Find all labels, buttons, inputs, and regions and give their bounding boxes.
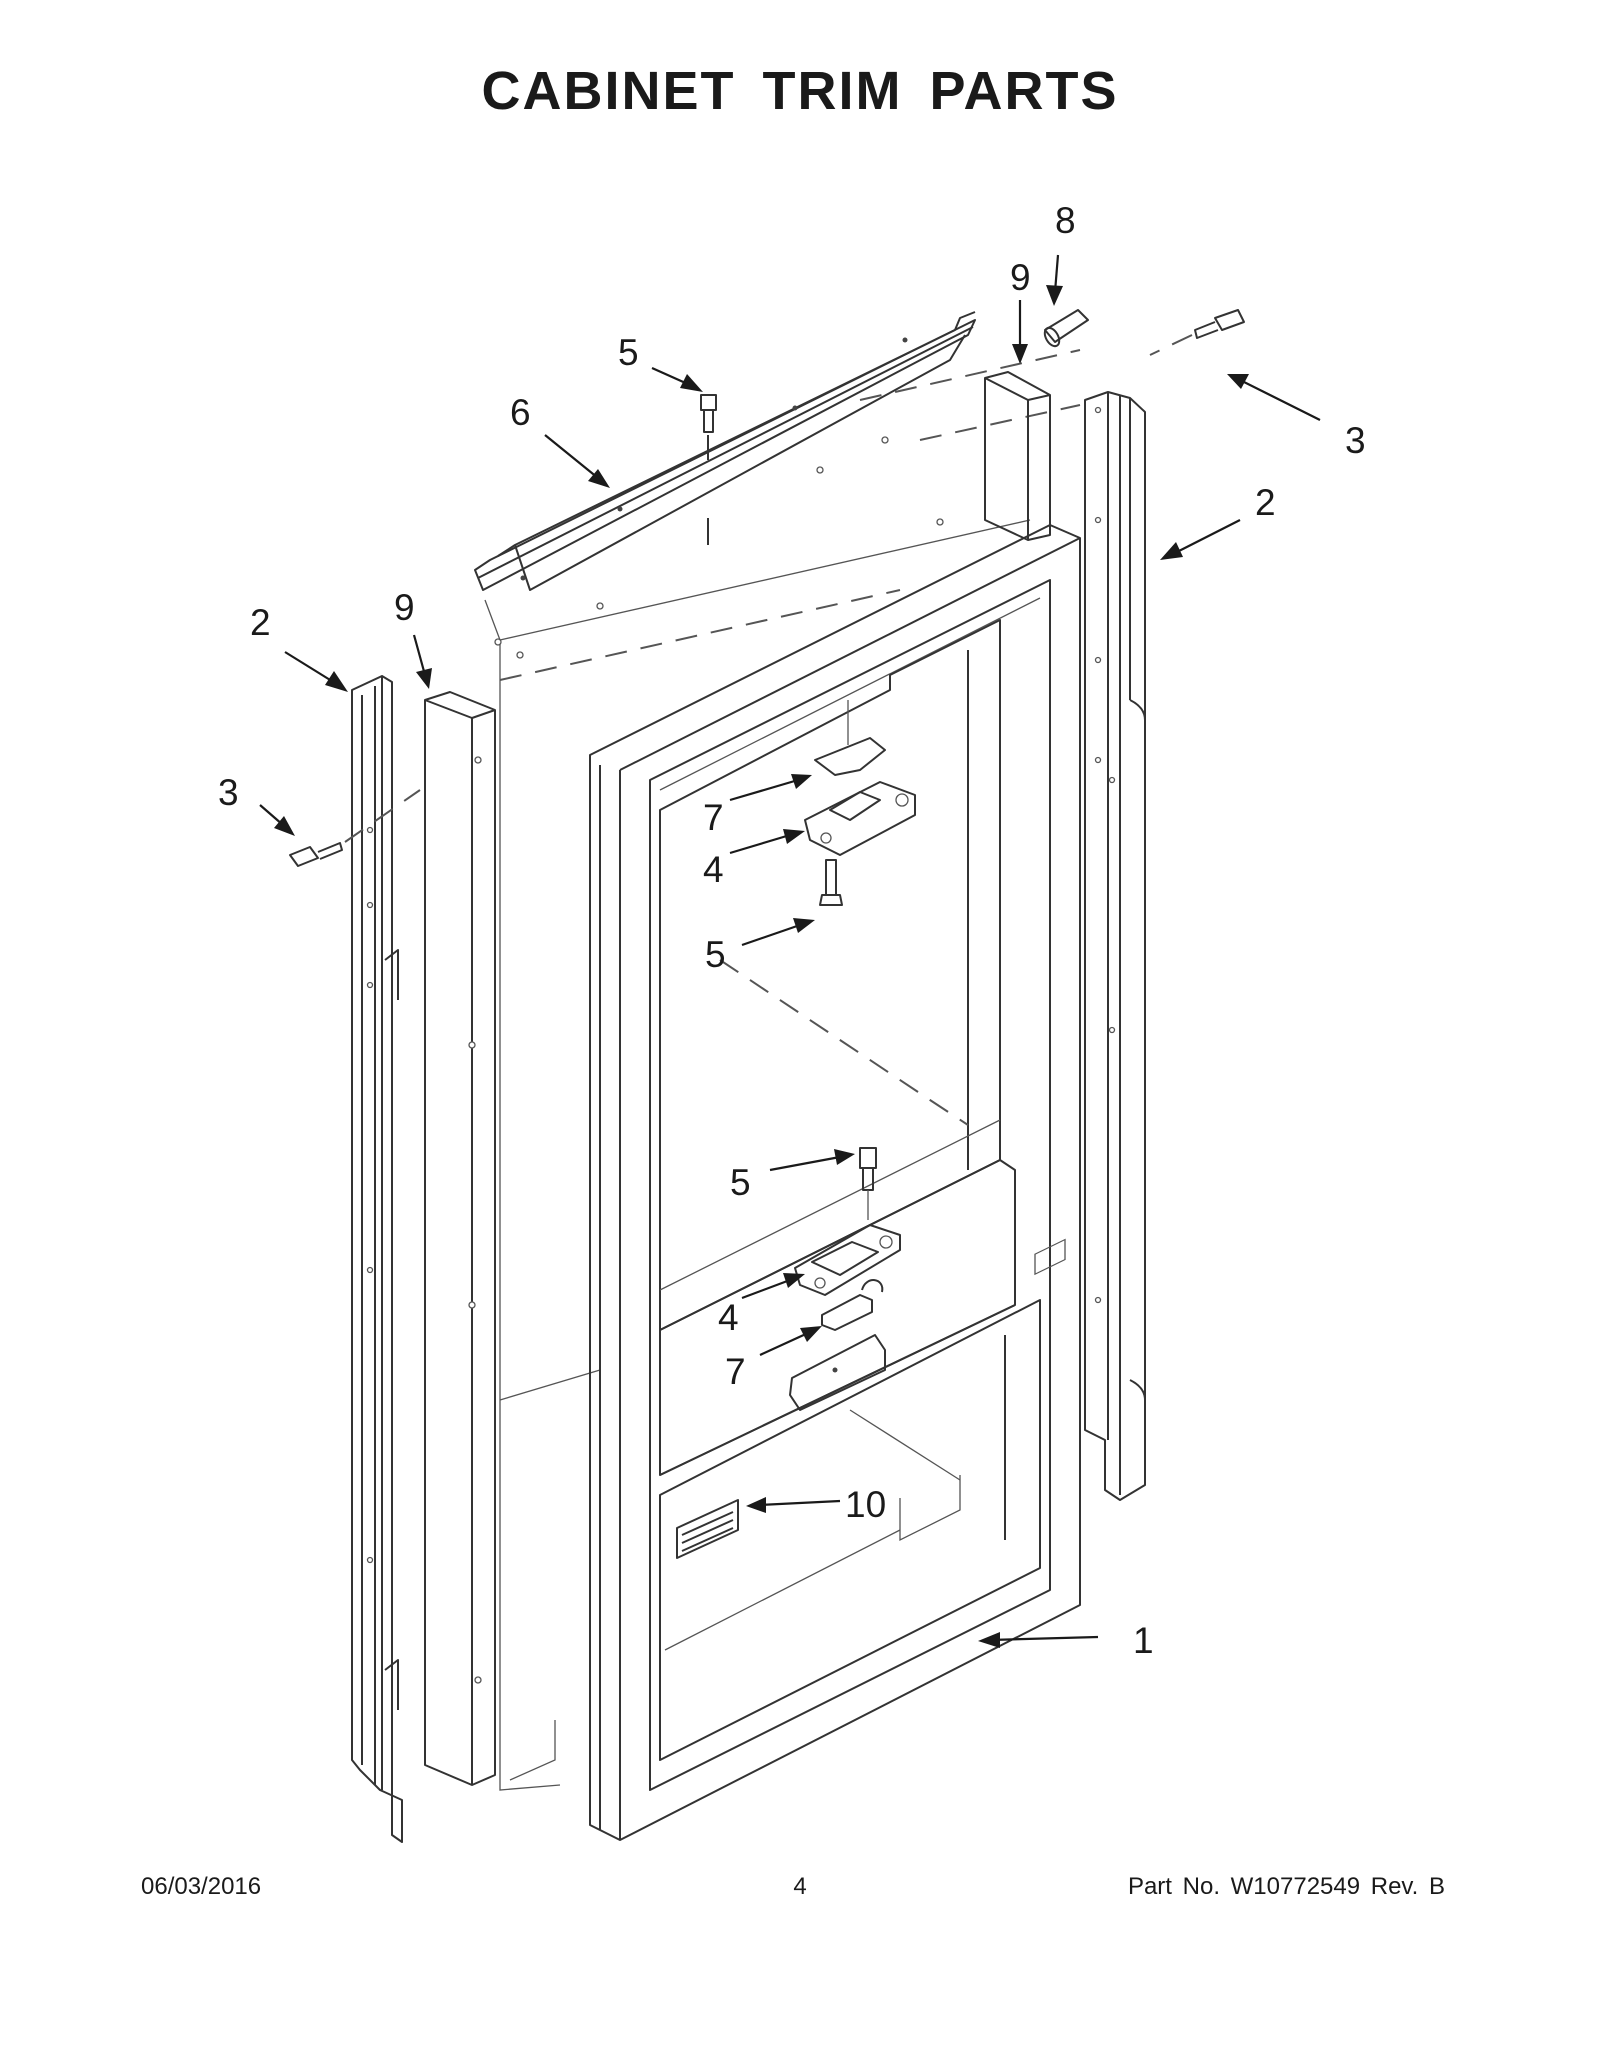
callout-7-upper: 7 [703, 797, 724, 838]
callout-7-lower: 7 [725, 1351, 746, 1392]
left-spacer-block [424, 691, 496, 1786]
callout-9-left: 9 [394, 587, 415, 628]
callout-4-upper: 4 [703, 849, 724, 890]
footer-date: 06/03/2016 [141, 1873, 262, 1900]
footer-page-number: 4 [793, 1873, 807, 1900]
callout-9-right: 9 [1010, 257, 1031, 298]
plug-part [1043, 309, 1089, 348]
right-spacer-block [984, 371, 1051, 541]
callout-2-right: 2 [1255, 482, 1276, 523]
callout-5-lower: 5 [730, 1162, 751, 1203]
right-side-trim [1084, 391, 1146, 1501]
rating-label [676, 1499, 739, 1559]
callout-3-left: 3 [218, 772, 239, 813]
callout-5-upper: 5 [705, 934, 726, 975]
screw-left [289, 789, 421, 867]
top-rail [474, 311, 976, 591]
screw-right [1149, 309, 1245, 356]
cabinet-housing [484, 349, 1081, 1791]
hinge-plate [789, 1334, 886, 1411]
callout-8: 8 [1055, 200, 1076, 241]
callout-1: 1 [1133, 1620, 1154, 1661]
callout-3-right: 3 [1345, 420, 1366, 461]
page-title: CABINET TRIM PARTS [481, 61, 1119, 121]
footer-part-number: Part No. W10772549 Rev. B [1127, 1873, 1445, 1900]
callout-2-left: 2 [250, 602, 271, 643]
lower-hinge-assembly [794, 1147, 901, 1331]
callout-6: 6 [510, 392, 531, 433]
callout-4-lower: 4 [718, 1297, 739, 1338]
leader-lines [259, 254, 1321, 1648]
callout-10: 10 [845, 1484, 886, 1525]
screw-top [700, 394, 717, 433]
upper-hinge-assembly [804, 700, 916, 906]
trim-door-frame [589, 524, 1081, 1841]
callout-labels: 1 2 2 3 3 4 4 5 5 5 6 7 7 8 9 9 10 [218, 200, 1366, 1661]
callout-5-top: 5 [618, 332, 639, 373]
left-side-trim [351, 675, 403, 1843]
